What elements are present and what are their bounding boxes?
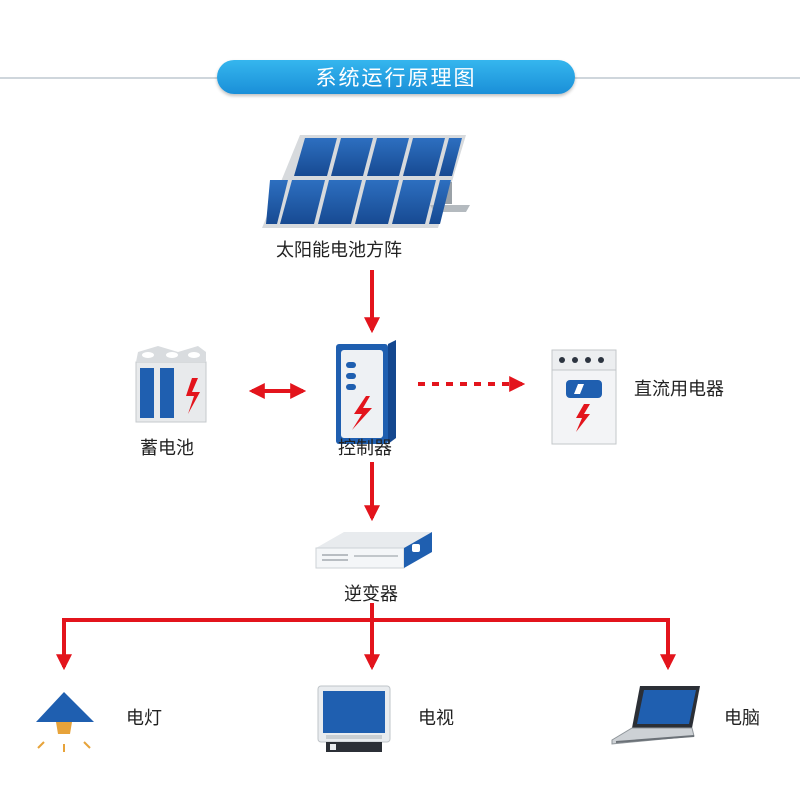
inverter-icon: [315, 532, 432, 569]
controller-icon: [336, 340, 396, 444]
tv-icon: [317, 685, 391, 752]
label-controller: 控制器: [338, 438, 392, 459]
label-tv: 电视: [418, 708, 454, 729]
label-lamp: 电灯: [126, 708, 162, 729]
laptop-icon: [611, 686, 700, 745]
diagram-title: 系统运行原理图: [217, 60, 575, 94]
label-battery: 蓄电池: [140, 438, 194, 459]
lamp-icon: [36, 692, 94, 752]
dc-appliance-icon: [551, 349, 617, 445]
label-solar-array: 太阳能电池方阵: [276, 240, 402, 261]
label-computer: 电脑: [724, 708, 760, 729]
battery-icon: [135, 346, 207, 423]
label-inverter: 逆变器: [344, 584, 398, 605]
solar-panel-icon: [262, 135, 470, 228]
label-dc-appliance: 直流用电器: [634, 379, 724, 400]
